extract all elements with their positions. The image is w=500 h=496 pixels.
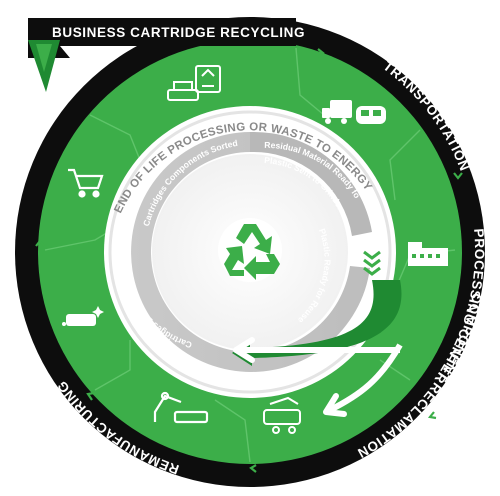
- swoosh-arrows: [232, 280, 403, 417]
- page-title: BUSINESS CARTRIDGE RECYCLING: [52, 25, 305, 40]
- robot-arm-icon: [153, 391, 209, 424]
- title-banner: [28, 18, 296, 92]
- truck-train-icon: [322, 100, 386, 124]
- shopping-cart-icon: [68, 168, 104, 198]
- factory-icon: [408, 242, 448, 266]
- sparkling-cartridge-icon: [62, 306, 104, 326]
- recycle-icon: [218, 218, 282, 282]
- cartridge-parts-icon: [263, 396, 301, 434]
- inner-shadow-ring: [108, 110, 392, 394]
- chevron-arrows: [363, 250, 381, 276]
- collection-bin-icon: [167, 65, 221, 101]
- ring-chevrons: [35, 48, 463, 473]
